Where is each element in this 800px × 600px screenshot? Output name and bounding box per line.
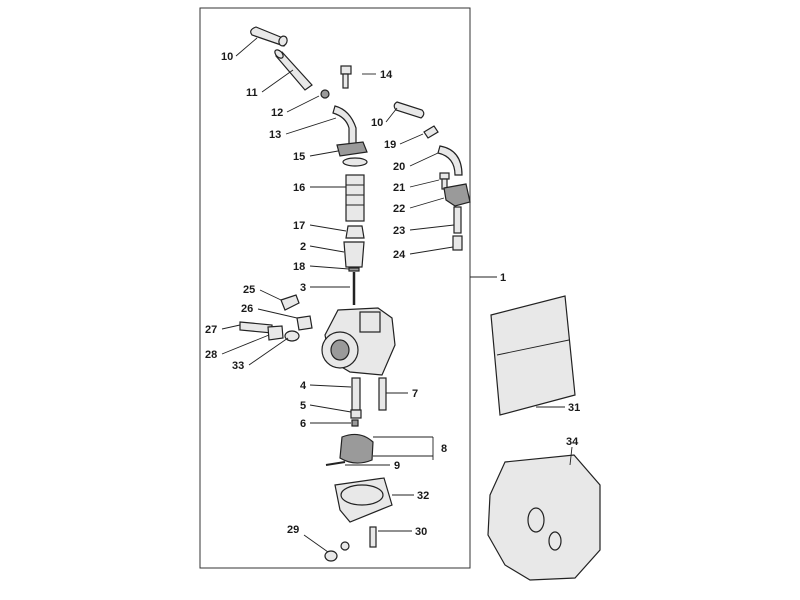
part-34-cover xyxy=(487,454,601,581)
part-8-float xyxy=(339,433,374,464)
callout-14: 14 xyxy=(380,69,393,81)
part-9-pin xyxy=(325,461,346,466)
part-18-clip xyxy=(348,267,360,272)
callout-23: 23 xyxy=(393,225,405,237)
callout-5: 5 xyxy=(300,400,306,412)
part-10-grip-right xyxy=(393,101,425,119)
part-12-ball xyxy=(320,89,330,99)
callout-31: 31 xyxy=(568,402,580,414)
part-11-hose xyxy=(274,49,313,91)
callout-24: 24 xyxy=(393,249,406,261)
part-29-screw xyxy=(324,541,350,562)
callout-21: 21 xyxy=(393,182,405,194)
part-6-washer xyxy=(351,419,359,427)
part-26-spring xyxy=(296,315,313,331)
callout-34: 34 xyxy=(566,436,579,448)
callout-2: 2 xyxy=(300,241,306,253)
part-15-fitting xyxy=(336,141,368,167)
part-17-cap xyxy=(345,225,365,239)
carburettor-body xyxy=(321,307,396,376)
callout-20: 20 xyxy=(393,161,405,173)
callout-6: 6 xyxy=(300,418,306,430)
leader-lines xyxy=(221,37,573,553)
callout-30: 30 xyxy=(415,526,427,538)
part-5-jet xyxy=(350,409,362,419)
part-19-fitting xyxy=(423,125,439,139)
part-16-spring xyxy=(345,174,365,222)
part-22-body xyxy=(443,183,471,207)
callout-25: 25 xyxy=(243,284,255,296)
callout-27: 27 xyxy=(205,324,217,336)
callout-3: 3 xyxy=(300,282,306,294)
callout-labels: 10 11 12 13 14 10 19 15 20 16 21 22 17 2… xyxy=(205,51,580,538)
callout-8: 8 xyxy=(441,443,447,455)
part-10-grip xyxy=(250,26,288,47)
part-25-screw xyxy=(280,294,300,311)
callout-17: 17 xyxy=(293,220,305,232)
callout-29: 29 xyxy=(287,524,299,536)
part-14-screw xyxy=(340,65,352,89)
callout-18: 18 xyxy=(293,261,305,273)
callout-28: 28 xyxy=(205,349,217,361)
part-20-hose xyxy=(437,145,463,176)
callout-32: 32 xyxy=(417,490,429,502)
part-4-jet xyxy=(351,377,361,411)
callout-7: 7 xyxy=(412,388,418,400)
callout-10: 10 xyxy=(371,117,383,129)
callout-19: 19 xyxy=(384,139,396,151)
part-23-pin xyxy=(453,206,462,234)
callout-16: 16 xyxy=(293,182,305,194)
part-30-screw xyxy=(369,526,377,548)
part-24-cap xyxy=(452,235,463,251)
part-2-slide xyxy=(343,241,365,268)
callout-10: 10 xyxy=(221,51,233,63)
part-27-screw xyxy=(239,321,273,334)
part-32-float-bowl xyxy=(334,477,393,523)
callout-15: 15 xyxy=(293,151,305,163)
part-28-spring xyxy=(267,325,284,341)
callout-13: 13 xyxy=(269,129,281,141)
callout-12: 12 xyxy=(271,107,283,119)
callout-33: 33 xyxy=(232,360,244,372)
part-31-gasket xyxy=(490,295,576,416)
callout-26: 26 xyxy=(241,303,253,315)
callout-22: 22 xyxy=(393,203,405,215)
callout-4: 4 xyxy=(300,380,307,392)
callout-9: 9 xyxy=(394,460,400,472)
part-33-oring xyxy=(284,330,300,342)
assembly-frame xyxy=(199,7,471,569)
part-13-elbow xyxy=(332,105,357,145)
callout-11: 11 xyxy=(246,87,258,99)
callout-1: 1 xyxy=(500,272,506,284)
part-7-screw xyxy=(378,377,387,411)
part-21-screw xyxy=(439,172,450,190)
